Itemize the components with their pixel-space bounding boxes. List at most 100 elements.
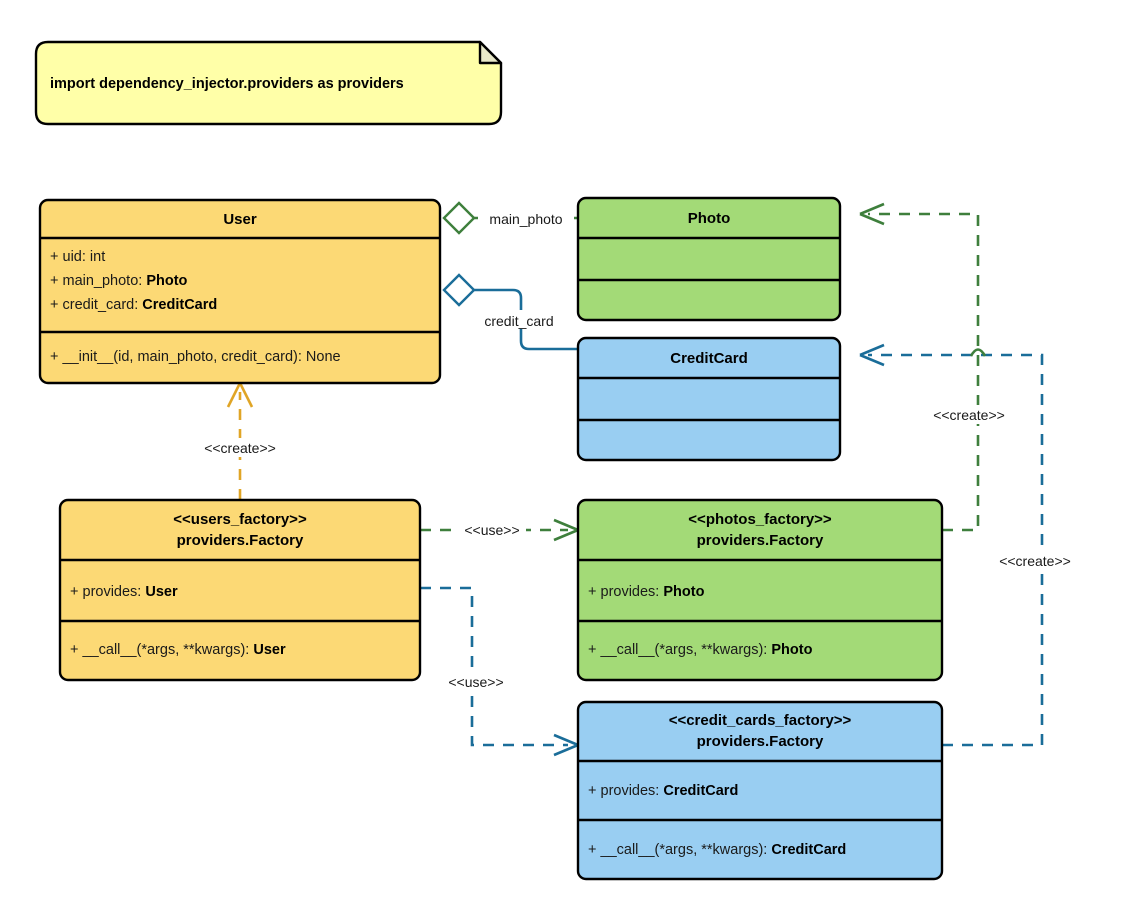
arrowhead-open-icon: [553, 733, 579, 757]
class-attribute: + provides: CreditCard: [588, 783, 738, 799]
edge-label: <<create>>: [933, 407, 1005, 423]
edge-user-credit-card[interactable]: credit_card: [442, 273, 578, 351]
edge-photos-factory-creates-photo[interactable]: [859, 202, 980, 532]
edge-users-factory-uses-credit-cards-factory[interactable]: <<use>>: [420, 586, 579, 757]
class-method: + __call__(*args, **kwargs): User: [70, 642, 286, 658]
edge-label-bg: [466, 310, 572, 329]
note-import[interactable]: import dependency_injector.providers as …: [34, 40, 503, 126]
class-attribute: + provides: Photo: [588, 584, 705, 600]
attribute-name: provides:: [601, 584, 664, 600]
class-name: providers.Factory: [697, 733, 824, 750]
class-name: providers.Factory: [697, 532, 824, 549]
edge-label: <<use>>: [448, 674, 503, 690]
attribute-type: Photo: [663, 584, 704, 600]
method-name: __call__(*args, **kwargs):: [600, 842, 772, 858]
method-visibility: +: [50, 349, 63, 365]
class-box-creditcard[interactable]: CreditCard: [576, 336, 842, 462]
edge-label-bg: [194, 438, 286, 457]
class-box-photo[interactable]: Photo: [576, 196, 842, 322]
method-visibility: +: [70, 642, 83, 658]
class-name: CreditCard: [670, 350, 748, 367]
class-box-users-factory[interactable]: <<users_factory>> providers.Factory + pr…: [58, 498, 422, 682]
edge-line: [868, 212, 980, 532]
class-stereotype: <<users_factory>>: [173, 511, 307, 528]
class-method: + __call__(*args, **kwargs): Photo: [588, 642, 813, 658]
attribute-type: CreditCard: [142, 297, 217, 313]
arrowhead-open-icon: [859, 202, 885, 226]
attribute-visibility: +: [70, 584, 83, 600]
class-stereotype: <<credit_cards_factory>>: [669, 712, 852, 729]
class-name: User: [223, 211, 257, 228]
aggregation-diamond-icon: [442, 201, 476, 235]
edge-label-create-credit-cards: <<create>>: [987, 551, 1083, 570]
note-shape: [34, 40, 503, 126]
edge-users-factory-uses-photos-factory[interactable]: <<use>>: [420, 518, 579, 542]
attribute-visibility: +: [50, 297, 63, 313]
class-method: + __init__(id, main_photo, credit_card):…: [50, 349, 341, 365]
class-box-shape: [576, 196, 842, 322]
arrowhead-open-icon: [553, 518, 579, 542]
edge-line: [868, 353, 1044, 747]
class-attribute: + uid: int: [50, 249, 105, 265]
attribute-visibility: +: [588, 584, 601, 600]
edge-line: [420, 586, 568, 747]
attribute-visibility: +: [50, 249, 63, 265]
edge-label-bg: [478, 208, 574, 227]
method-return-type: CreditCard: [771, 842, 846, 858]
attribute-name: credit_card:: [63, 297, 143, 313]
note-text: import dependency_injector.providers as …: [50, 76, 404, 92]
attribute-type: Photo: [146, 273, 187, 289]
edge-user-main-photo[interactable]: main_photo: [442, 201, 578, 235]
arrowhead-open-icon: [226, 382, 254, 408]
edge-users-factory-creates-user[interactable]: <<create>>: [194, 382, 286, 500]
edge-label-bg: [987, 551, 1083, 570]
aggregation-diamond-icon: [442, 273, 476, 307]
edge-label: <<create>>: [999, 553, 1071, 569]
method-name: __call__(*args, **kwargs):: [600, 642, 772, 658]
attribute-name: provides:: [83, 584, 146, 600]
attribute-name: uid:: [63, 249, 90, 265]
method-visibility: +: [588, 642, 601, 658]
edge-label-bg: [438, 673, 514, 692]
class-box-photos-factory[interactable]: <<photos_factory>> providers.Factory + p…: [576, 498, 944, 682]
attribute-name: main_photo:: [63, 273, 147, 289]
edge-label: main_photo: [489, 211, 562, 227]
method-name: __call__(*args, **kwargs):: [82, 642, 254, 658]
method-return-type: None: [306, 349, 341, 365]
class-method: + __call__(*args, **kwargs): CreditCard: [588, 842, 846, 858]
edge-label: <<create>>: [204, 440, 276, 456]
class-box-user[interactable]: User + uid: int + main_photo: Photo + cr…: [38, 198, 442, 385]
edge-label: <<use>>: [464, 522, 519, 538]
class-name: providers.Factory: [177, 532, 304, 549]
attribute-visibility: +: [588, 783, 601, 799]
method-return-type: Photo: [771, 642, 812, 658]
arrowhead-open-icon: [859, 343, 885, 367]
method-name: __init__(id, main_photo, credit_card):: [62, 349, 306, 365]
edge-label-bg: [458, 521, 526, 540]
line-hop-icon: [969, 348, 987, 357]
class-attribute: + provides: User: [70, 584, 178, 600]
edge-label-bg: [921, 405, 1017, 424]
edge-credit-cards-factory-creates-credit-card[interactable]: [859, 343, 1044, 747]
method-visibility: +: [588, 842, 601, 858]
class-box-shape: [576, 498, 944, 682]
class-box-shape: [576, 700, 944, 881]
attribute-type: CreditCard: [663, 783, 738, 799]
class-attribute: + main_photo: Photo: [50, 273, 188, 289]
class-attribute: + credit_card: CreditCard: [50, 297, 217, 313]
attribute-visibility: +: [50, 273, 63, 289]
attribute-type: User: [145, 584, 178, 600]
method-return-type: User: [253, 642, 286, 658]
note-fold-icon: [478, 40, 503, 65]
class-box-shape: [58, 498, 422, 682]
class-box-shape: [576, 336, 842, 462]
edge-label: credit_card: [484, 313, 553, 329]
attribute-name: provides:: [601, 783, 664, 799]
class-box-credit-cards-factory[interactable]: <<credit_cards_factory>> providers.Facto…: [576, 700, 944, 881]
attribute-type: int: [90, 249, 105, 265]
class-name: Photo: [688, 210, 731, 227]
class-stereotype: <<photos_factory>>: [688, 511, 832, 528]
class-box-shape: [38, 198, 442, 385]
